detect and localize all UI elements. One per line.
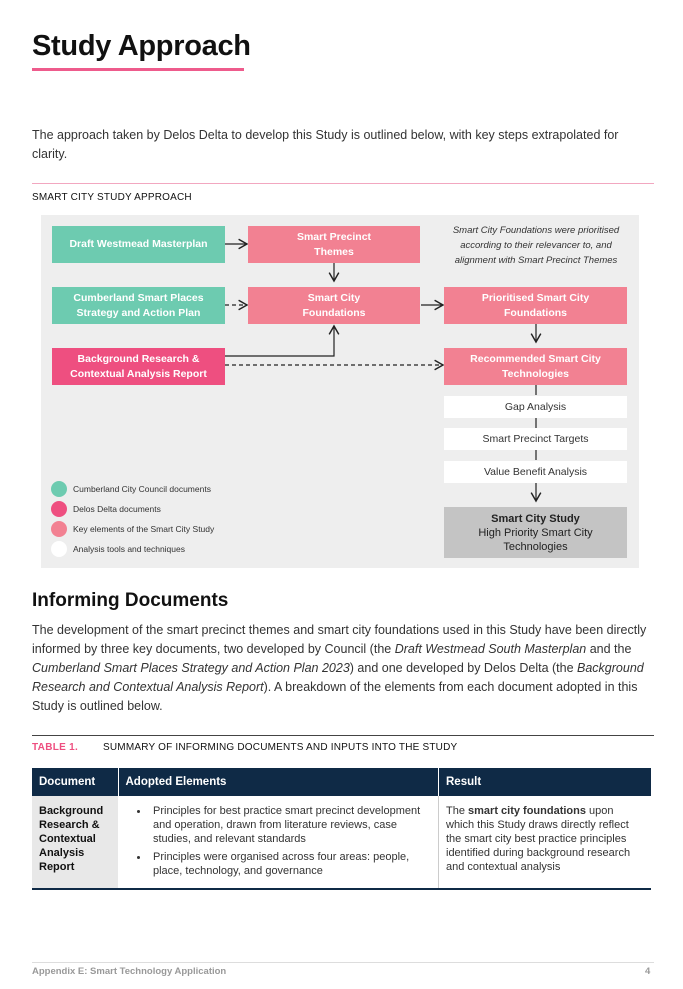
box-smart-precinct-targets: Smart Precinct Targets <box>444 428 627 450</box>
section-divider <box>32 183 654 184</box>
result-subtitle: High Priority Smart City Technologies <box>478 526 593 553</box>
legend-item-analysis-tools: Analysis tools and techniques <box>51 541 185 557</box>
header-document: Document <box>32 768 119 796</box>
legend-item-council: Cumberland City Council documents <box>51 481 211 497</box>
list-item: Principles were organised across four ar… <box>149 850 431 878</box>
box-gap-analysis: Gap Analysis <box>444 396 627 418</box>
study-approach-diagram: Draft Westmead Masterplan Smart Precinct… <box>41 215 639 568</box>
box-smart-precinct-themes: Smart Precinct Themes <box>248 226 420 263</box>
box-smart-city-foundations: Smart City Foundations <box>248 287 420 324</box>
page-title: Study Approach <box>32 30 251 62</box>
legend-teal-dot <box>51 481 67 497</box>
informing-paragraph: The development of the smart precinct th… <box>32 623 647 713</box>
page-number: 4 <box>645 966 651 977</box>
list-item: Principles for best practice smart preci… <box>149 804 431 846</box>
table-row: Background Research & Contextual Analysi… <box>32 796 651 890</box>
title-underline <box>32 68 244 71</box>
diagram-note: Smart City Foundations were prioritised … <box>452 225 620 266</box>
box-background-research: Background Research & Contextual Analysi… <box>52 348 225 385</box>
cell-adopted-elements: Principles for best practice smart preci… <box>118 796 439 890</box>
diagram-connectors <box>225 238 542 503</box>
result-title: Smart City Study <box>491 512 580 525</box>
legend-white-dot <box>51 541 67 557</box>
box-smart-city-study-result: Smart City Study High Priority Smart Cit… <box>444 507 627 558</box>
informing-documents-table: Document Adopted Elements Result Backgro… <box>32 768 651 890</box>
footer-appendix-label: Appendix E: Smart Technology Application <box>32 966 227 977</box>
header-adopted-elements: Adopted Elements <box>118 768 439 796</box>
table-title: SUMMARY OF INFORMING DOCUMENTS AND INPUT… <box>103 742 458 753</box>
legend-item-key-elements: Key elements of the Smart City Study <box>51 521 214 537</box>
cell-document: Background Research & Contextual Analysi… <box>32 796 118 890</box>
table-header-row: Document Adopted Elements Result <box>32 768 651 796</box>
section-heading-informing-documents: Informing Documents <box>32 590 229 611</box>
box-recommended-technologies: Recommended Smart City Technologies <box>444 348 627 385</box>
box-value-benefit-analysis: Value Benefit Analysis <box>444 461 627 483</box>
figure-caption: SMART CITY STUDY APPROACH <box>32 192 192 203</box>
footer-divider <box>32 962 654 963</box>
box-draft-westmead-masterplan: Draft Westmead Masterplan <box>52 226 225 263</box>
table-number: TABLE 1. <box>32 742 79 753</box>
box-cumberland-strategy: Cumberland Smart Places Strategy and Act… <box>52 287 225 324</box>
intro-paragraph: The approach taken by Delos Delta to dev… <box>32 128 619 161</box>
legend-pink-light-dot <box>51 521 67 537</box>
cell-result: The smart city foundations upon which th… <box>438 796 651 890</box>
legend-pink-dark-dot <box>51 501 67 517</box>
legend-item-delos: Delos Delta documents <box>51 501 161 517</box>
box-prioritised-foundations: Prioritised Smart City Foundations <box>444 287 627 324</box>
arrow-background-to-foundations <box>225 324 340 357</box>
table-divider <box>32 735 654 736</box>
header-result: Result <box>438 768 651 796</box>
